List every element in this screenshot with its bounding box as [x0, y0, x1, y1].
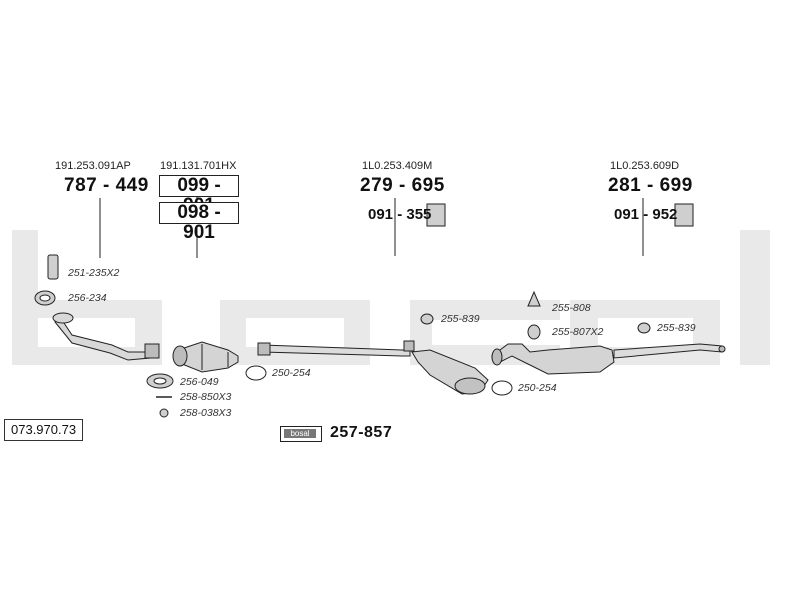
fitting-label: 258-038X3 — [180, 407, 232, 419]
accessory-number-4: 091 - 952 — [614, 206, 678, 223]
part-number-1: 787 - 449 — [64, 175, 149, 196]
fitting-label: 255-807X2 — [552, 326, 604, 338]
oe-ref-2: 191.131.701HX — [160, 160, 237, 172]
fitting-label: 255-839 — [657, 322, 696, 334]
rear-silencer — [491, 343, 726, 375]
fitting-label: 250-254 — [518, 382, 557, 394]
fitting-label: 255-808 — [552, 302, 591, 314]
middle-silencer — [411, 349, 489, 395]
part-number-2b: 098 - 901 — [159, 202, 239, 243]
fitting-label: 256-049 — [180, 376, 219, 388]
front-pipe — [52, 312, 160, 361]
bosal-logo-text: bosal — [284, 429, 316, 438]
catalytic-converter — [172, 341, 239, 373]
fitting-label: 250-254 — [272, 367, 311, 379]
intermediate-pipe — [257, 340, 415, 357]
fitting-label: 251-235X2 — [68, 267, 120, 279]
accessory-number-3: 091 - 355 — [368, 206, 432, 223]
fitting-label: 258-850X3 — [180, 391, 232, 403]
fitting-label: 256-234 — [68, 292, 107, 304]
kit-number: 257-857 — [330, 424, 393, 441]
part-number-4: 281 - 699 — [608, 175, 693, 196]
oe-ref-1: 191.253.091AP — [55, 160, 131, 172]
part-number-3: 279 - 695 — [360, 175, 445, 196]
oe-ref-4: 1L0.253.609D — [610, 160, 680, 172]
catalog-number: 073.970.73 — [4, 419, 84, 441]
fitting-label: 255-839 — [441, 313, 480, 325]
part-number-2a: 099 - 901 — [159, 175, 239, 216]
bosal-kit-logo: bosal — [280, 426, 322, 442]
oe-ref-3: 1L0.253.409M — [362, 160, 433, 172]
